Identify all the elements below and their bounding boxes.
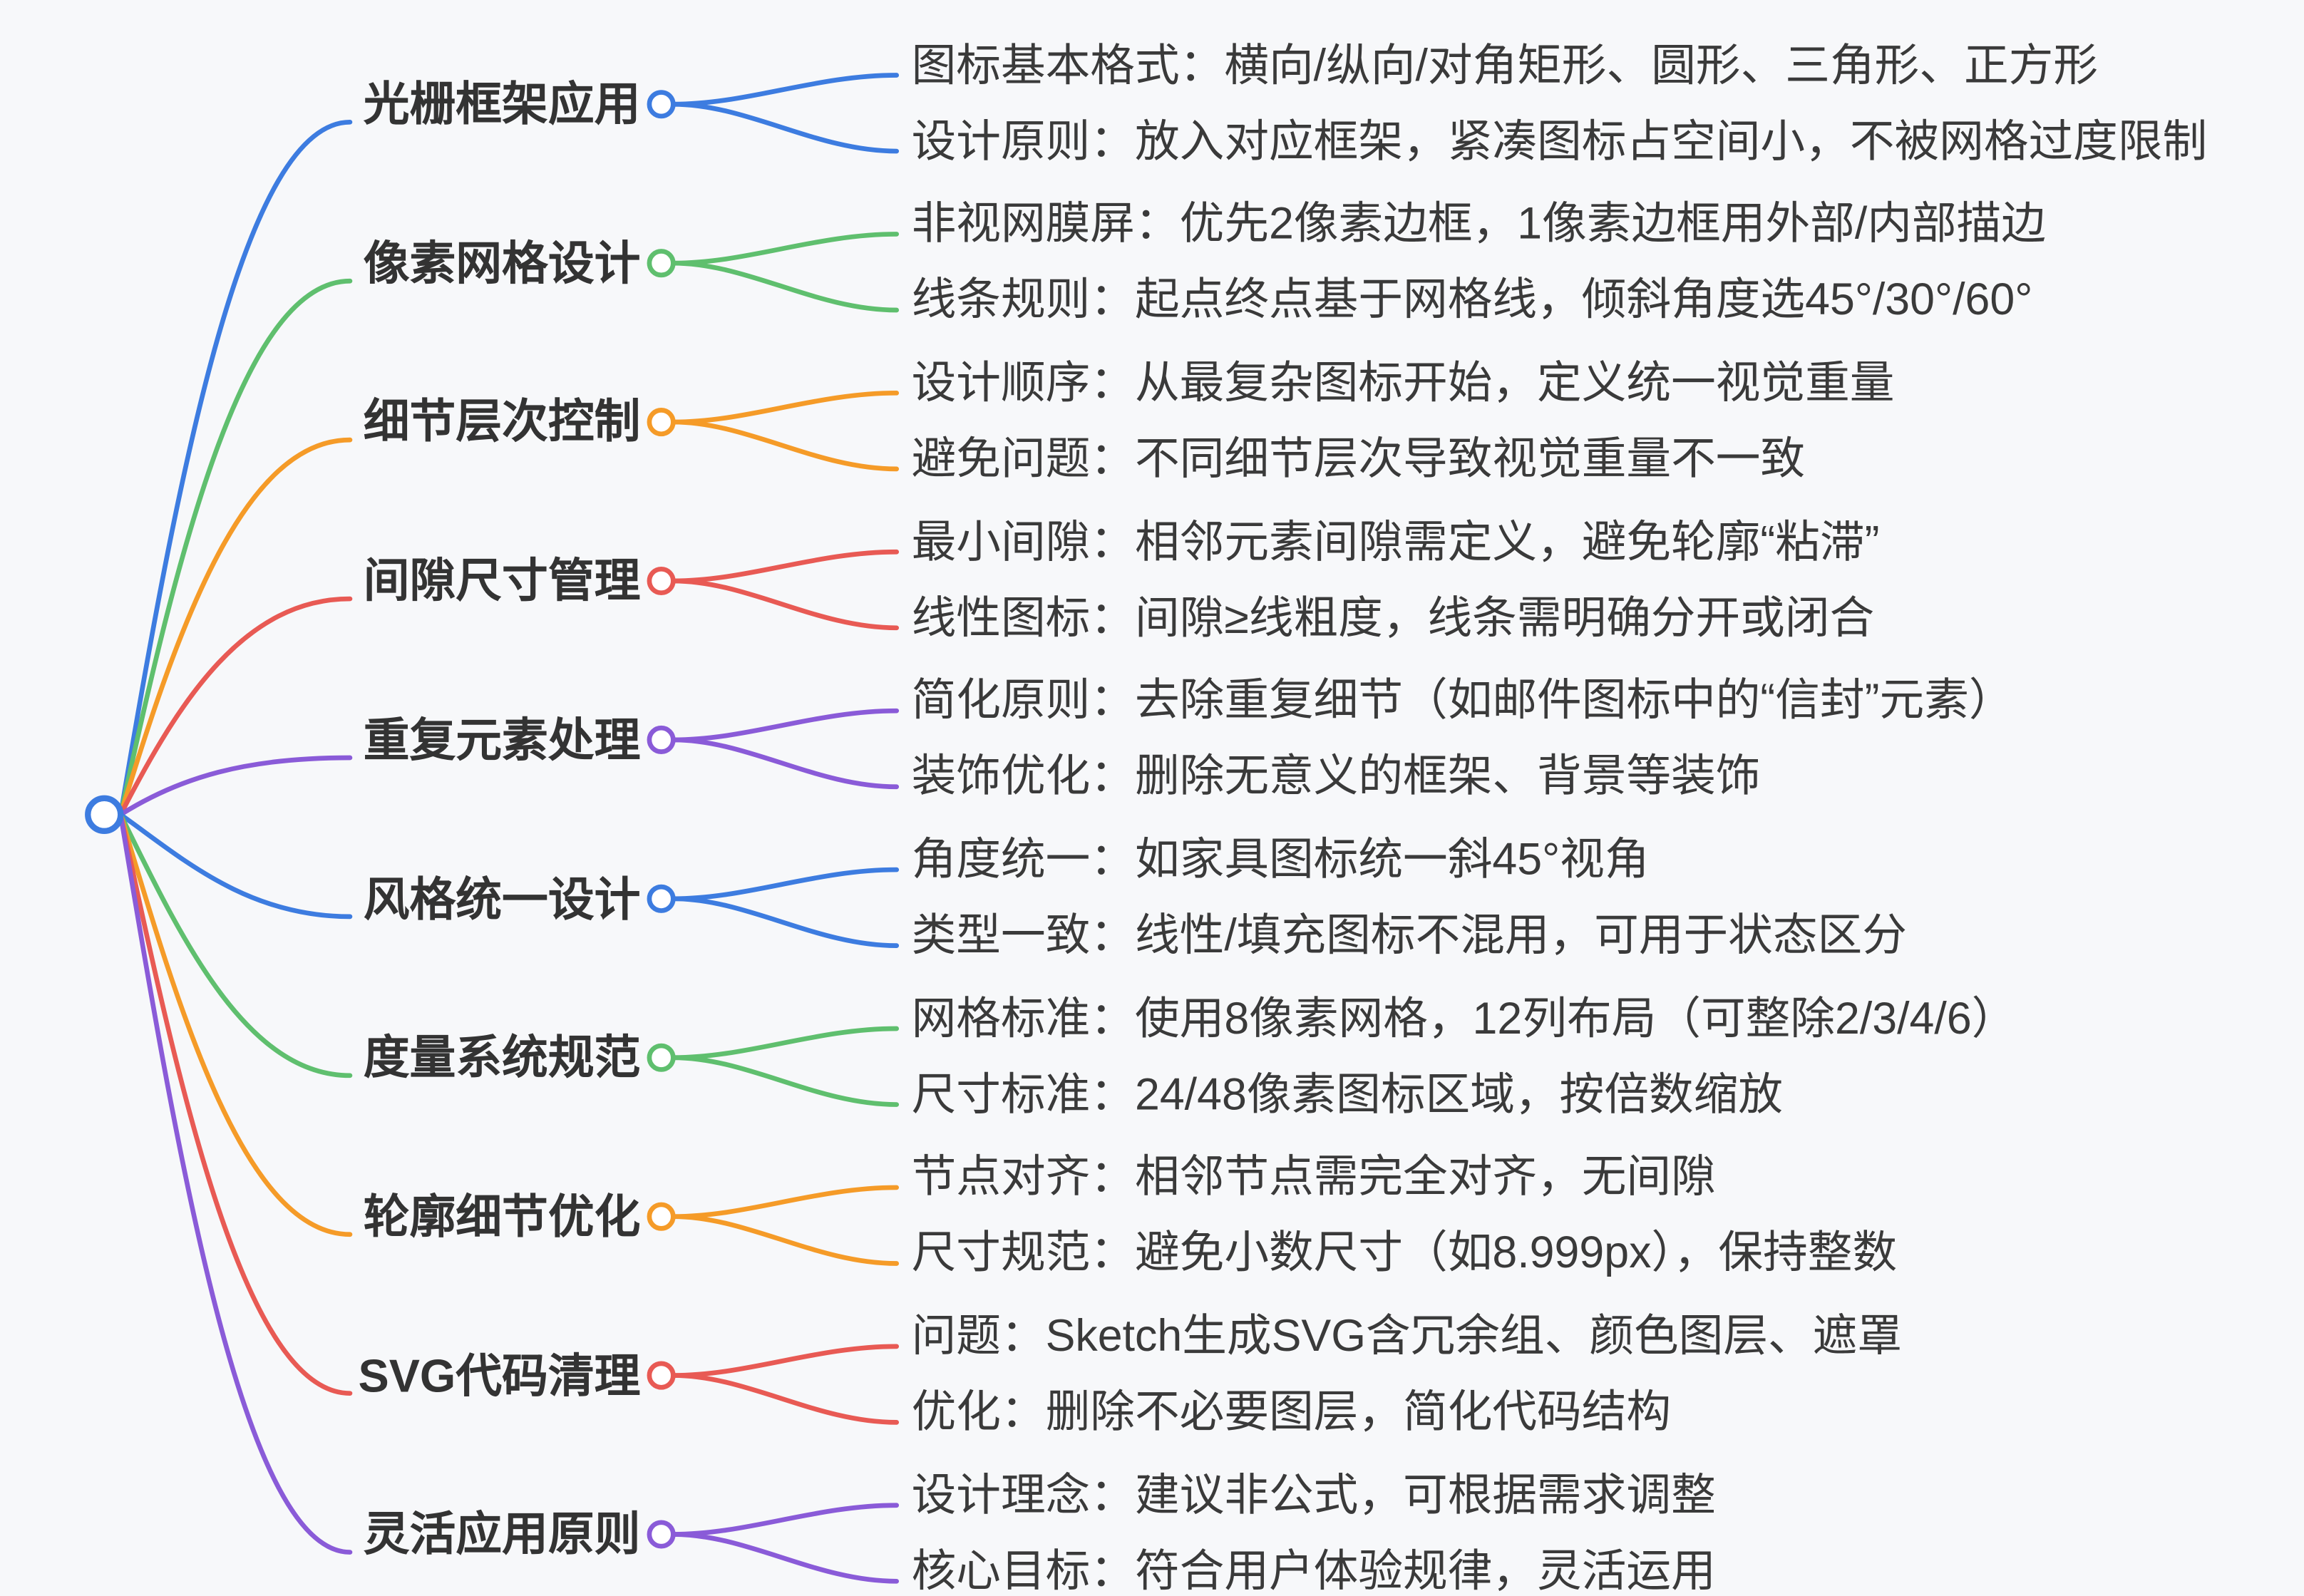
branch-node-label[interactable]: 轮廓细节优化 [363,1190,641,1243]
child-node-text[interactable]: 类型一致：线性/填充图标不混用，可用于状态区分 [911,911,1907,961]
branch-link [118,596,353,818]
child-link [670,1185,900,1220]
child-link [670,232,900,266]
child-node-text[interactable]: 线性图标：间隙≥线粗度，线条需明确分开或闭合 [911,593,1875,643]
branch-node-label[interactable]: 度量系统规范 [363,1031,641,1084]
child-node-text[interactable]: 问题：Sketch生成SVG含冗余组、颜色图层、遮罩 [911,1312,1903,1361]
child-link [670,737,900,790]
child-link [670,896,900,948]
branch-node-label[interactable]: 重复元素处理 [363,714,641,766]
child-node-text[interactable]: 尺寸标准：24/48像素图标区域，按倍数缩放 [911,1070,1783,1120]
child-node-text[interactable]: 避免问题：不同细节层次导致视觉重量不一致 [911,434,1806,484]
branch-node-label[interactable]: SVG代码清理 [358,1349,641,1402]
child-link [670,390,900,425]
child-link [670,867,900,902]
branch-link [118,119,353,818]
child-node-text[interactable]: 设计原则：放入对应框架，紧凑图标占空间小，不被网格过度限制 [911,117,2208,166]
branch-link [118,812,353,1237]
child-link [670,101,900,154]
branch-node-label[interactable]: 光栅框架应用 [363,78,641,130]
child-node-text[interactable]: 优化：删除不必要图层，简化代码结构 [911,1388,1672,1438]
child-link [670,708,900,743]
child-node-text[interactable]: 线条规则：起点终点基于网格线，倾斜角度选45°/30°/60° [911,275,2033,325]
child-node-text[interactable]: 设计理念：建议非公式，可根据需求调整 [911,1471,1716,1520]
branch-link [118,812,353,1396]
child-link [670,73,900,107]
child-node-text[interactable]: 节点对齐：相邻节点需完全对齐，无间隙 [911,1153,1716,1203]
child-link [670,549,900,584]
child-node-text[interactable]: 装饰优化：删除无意义的框架、背景等装饰 [911,752,1761,802]
child-node-text[interactable]: 尺寸规范：避免小数尺寸（如8.999px），保持整数 [911,1229,1898,1279]
child-link [670,1532,900,1584]
child-link [670,1344,900,1378]
child-node-text[interactable]: 非视网膜屏：优先2像素边框，1像素边框用外部/内部描边 [911,200,2046,249]
branch-link [118,812,353,920]
child-link [670,1026,900,1061]
child-node-text[interactable]: 网格标准：使用8像素网格，12列布局（可整除2/3/4/6） [911,994,2017,1044]
branch-node-label[interactable]: 间隙尺寸管理 [363,555,641,607]
root-node-dot[interactable] [85,795,124,834]
branch-node-label[interactable]: 细节层次控制 [363,396,641,448]
branch-link [118,437,353,818]
child-node-text[interactable]: 设计顺序：从最复杂图标开始，定义统一视觉重量 [911,359,1895,408]
child-link [670,1055,900,1107]
child-node-text[interactable]: 图标基本格式：横向/纵向/对角矩形、圆形、三角形、正方形 [911,41,2098,91]
branch-node-label[interactable]: 灵活应用原则 [363,1508,641,1561]
child-node-text[interactable]: 核心目标：符合用户体验规律，灵活运用 [911,1547,1716,1596]
child-link [670,1373,900,1425]
child-node-text[interactable]: 角度统一：如家具图标统一斜45°视角 [911,835,1650,885]
branch-node-label[interactable]: 风格统一设计 [363,872,641,925]
child-link [670,578,900,631]
branch-link [118,812,353,1555]
child-link [670,419,900,472]
child-node-text[interactable]: 简化原则：去除重复细节（如邮件图标中的“信封”元素） [911,676,2014,726]
branch-link [118,278,353,818]
branch-link [118,812,353,1078]
branch-node-label[interactable]: 像素网格设计 [363,237,641,289]
branch-link [118,755,353,818]
child-link [670,1503,900,1537]
child-link [670,260,900,313]
child-node-text[interactable]: 最小间隙：相邻元素间隙需定义，避免轮廓“粘滞” [911,518,1880,567]
child-link [670,1214,900,1266]
